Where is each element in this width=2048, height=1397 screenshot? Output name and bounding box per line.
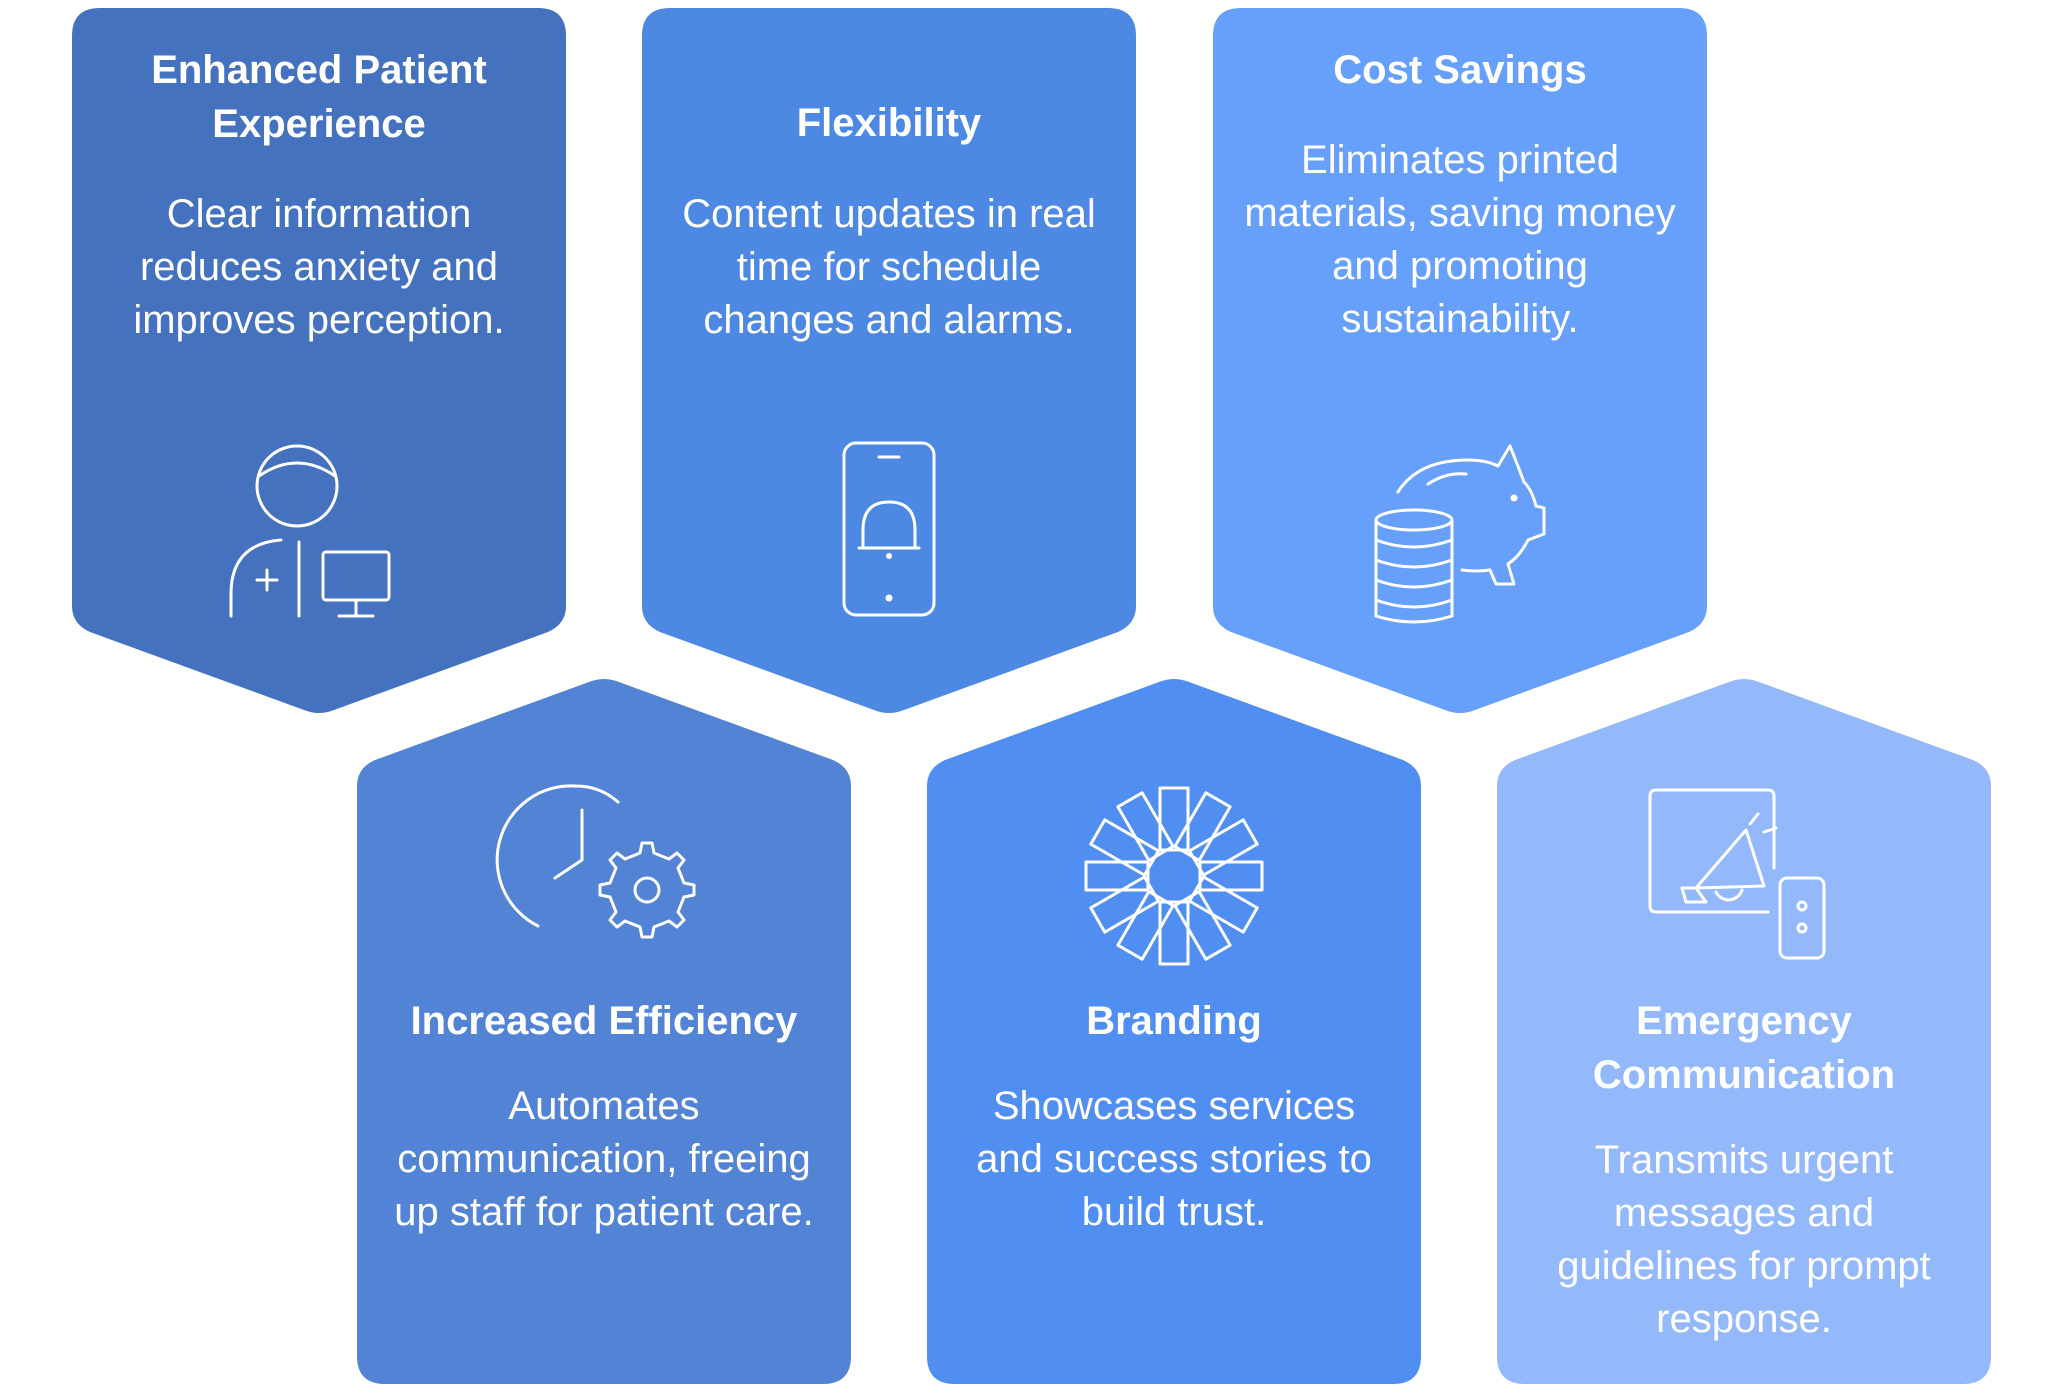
clock-gear-icon (495, 784, 696, 939)
card-shape (357, 679, 851, 1384)
starburst-ray (1173, 890, 1232, 961)
card-shape (1497, 679, 1991, 1384)
starburst-ray (1116, 890, 1175, 961)
card-background (1213, 8, 1707, 713)
card-background (1497, 679, 1991, 1384)
card-title: Cost Savings (1333, 48, 1587, 92)
card-title: Flexibility (796, 101, 982, 145)
starburst-ray (1158, 900, 1190, 966)
card-title: Emergency Communication (1592, 999, 1896, 1097)
card-shape (642, 8, 1136, 713)
starburst-ray (1084, 860, 1150, 892)
card-description: Content updates in real time for schedul… (682, 192, 1096, 342)
megaphone-screen-icon (1648, 788, 1826, 960)
card-description: Eliminates printed materials, saving mon… (1244, 138, 1676, 341)
phone-bell-icon (842, 441, 936, 617)
card-enhanced-patient-experience: Enhanced Patient Experience Clear inform… (72, 8, 566, 714)
starburst-ray (1188, 818, 1259, 877)
card-description: Transmits urgent messages and guidelines… (1557, 1138, 1931, 1341)
starburst-ray (1089, 818, 1160, 877)
starburst-ray (1116, 791, 1175, 862)
starburst-ray (1188, 875, 1259, 934)
starburst-ray (1158, 786, 1190, 852)
card-title: Branding (1086, 999, 1262, 1043)
card-description: Clear information reduces anxiety and im… (133, 192, 505, 342)
piggy-bank-coins-icon (1374, 444, 1546, 624)
card-shape (1213, 8, 1707, 713)
starburst-ray (1089, 875, 1160, 934)
card-background (357, 679, 851, 1384)
card-branding: Branding Showcases services and success … (927, 676, 1421, 1384)
card-background (72, 8, 566, 713)
card-emergency-communication: Emergency Communication Transmits urgent… (1497, 676, 1991, 1384)
card-title: Increased Efficiency (410, 999, 798, 1043)
card-cost-savings: Cost Savings Eliminates printed material… (1213, 8, 1707, 714)
patient-monitor-icon (229, 444, 391, 618)
card-background (927, 679, 1421, 1384)
card-shape (72, 8, 566, 713)
card-title: Enhanced Patient Experience (151, 48, 487, 146)
card-shape (927, 679, 1421, 1384)
card-description: Automates communication, freeing up staf… (394, 1084, 814, 1234)
starburst-ray (1173, 791, 1232, 862)
card-background (642, 8, 1136, 713)
card-description: Showcases services and success stories t… (976, 1084, 1372, 1234)
starburst-icon (1084, 786, 1264, 966)
starburst-ray (1198, 860, 1264, 892)
card-increased-efficiency: Increased Efficiency Automates communica… (357, 676, 851, 1384)
card-flexibility: Flexibility Content updates in real time… (642, 8, 1136, 714)
